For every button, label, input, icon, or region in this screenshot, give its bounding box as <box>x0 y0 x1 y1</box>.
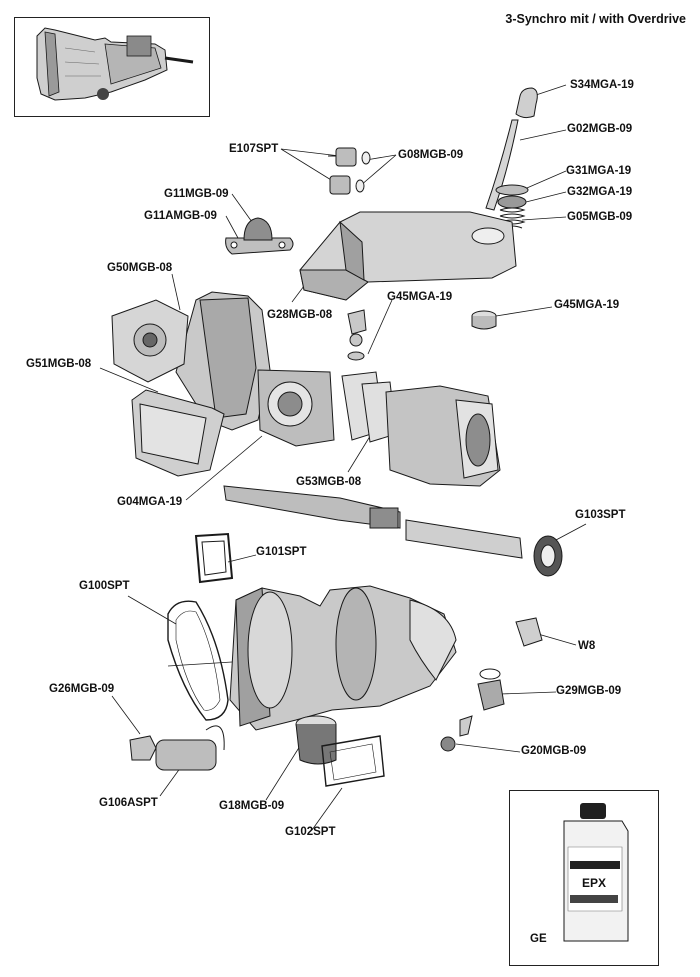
large-gasket <box>167 600 233 721</box>
selector-parts <box>347 309 367 361</box>
part-label-G08MGB-09: G08MGB-09 <box>398 149 464 161</box>
inset-gearbox-assembly <box>14 17 210 117</box>
part-label-G28MGB-08: G28MGB-08 <box>267 309 333 321</box>
inset-gearbox-oil: EPX <box>509 790 659 966</box>
oil-brand-text: EPX <box>582 876 606 890</box>
output-bearing <box>533 535 563 577</box>
part-label-G102SPT: G102SPT <box>285 826 336 838</box>
overdrive-adaptor <box>385 385 501 487</box>
overdrive-unit <box>229 585 457 731</box>
small-square-gasket <box>194 532 234 584</box>
remote-bush <box>471 310 497 330</box>
part-label-G29MGB-09: G29MGB-09 <box>556 685 622 697</box>
part-label-G32MGA-19: G32MGA-19 <box>567 186 633 198</box>
part-label-G11MGB-09: G11MGB-09 <box>164 188 229 200</box>
part-label-W8: W8 <box>578 640 596 652</box>
part-label-G101SPT: G101SPT <box>256 546 307 558</box>
gear-lever-knob <box>515 87 538 119</box>
gearbox-assembly-illustration <box>36 27 194 101</box>
part-label-GE: GE <box>530 933 547 945</box>
part-label-S34MGA-19: S34MGA-19 <box>570 79 634 91</box>
part-label-G04MGA-19: G04MGA-19 <box>117 496 183 508</box>
mainshaft <box>223 485 523 559</box>
oil-bottle-illustration: EPX <box>563 803 629 942</box>
remote-control-housing <box>299 211 517 301</box>
part-label-G53MGB-08: G53MGB-08 <box>296 476 362 488</box>
oil-filter <box>295 715 337 765</box>
part-label-G45MGA-19-a: G45MGA-19 <box>387 291 453 303</box>
part-label-G45MGA-19-b: G45MGA-19 <box>554 299 620 311</box>
part-label-G31MGA-19: G31MGA-19 <box>566 165 632 177</box>
front-cover <box>111 299 189 383</box>
part-label-G51MGB-08: G51MGB-08 <box>26 358 92 370</box>
part-label-G50MGB-08: G50MGB-08 <box>107 262 173 274</box>
part-label-G11AMGB-09: G11AMGB-09 <box>144 210 217 222</box>
part-label-G26MGB-09: G26MGB-09 <box>49 683 115 695</box>
speedo-parts <box>440 617 543 752</box>
side-cover <box>131 389 225 477</box>
diagram-title: 3-Synchro mit / with Overdrive <box>505 12 686 26</box>
gearbox-casing <box>175 291 335 447</box>
reverse-switch-parts <box>328 147 371 195</box>
overdrive-solenoid <box>129 725 225 771</box>
part-label-G18MGB-09: G18MGB-09 <box>219 800 285 812</box>
sump-gasket <box>321 735 385 787</box>
part-label-G20MGB-09: G20MGB-09 <box>521 745 587 757</box>
gearbox-mounting-rubber <box>225 217 294 255</box>
gear-lever <box>485 119 519 211</box>
part-label-G05MGB-09: G05MGB-09 <box>567 211 633 223</box>
part-label-G106ASPT: G106ASPT <box>99 797 158 809</box>
part-label-E107SPT: E107SPT <box>229 143 279 155</box>
lever-spring-parts <box>495 184 529 229</box>
part-label-G103SPT: G103SPT <box>575 509 626 521</box>
part-label-G100SPT: G100SPT <box>79 580 130 592</box>
part-label-G02MGB-09: G02MGB-09 <box>567 123 633 135</box>
